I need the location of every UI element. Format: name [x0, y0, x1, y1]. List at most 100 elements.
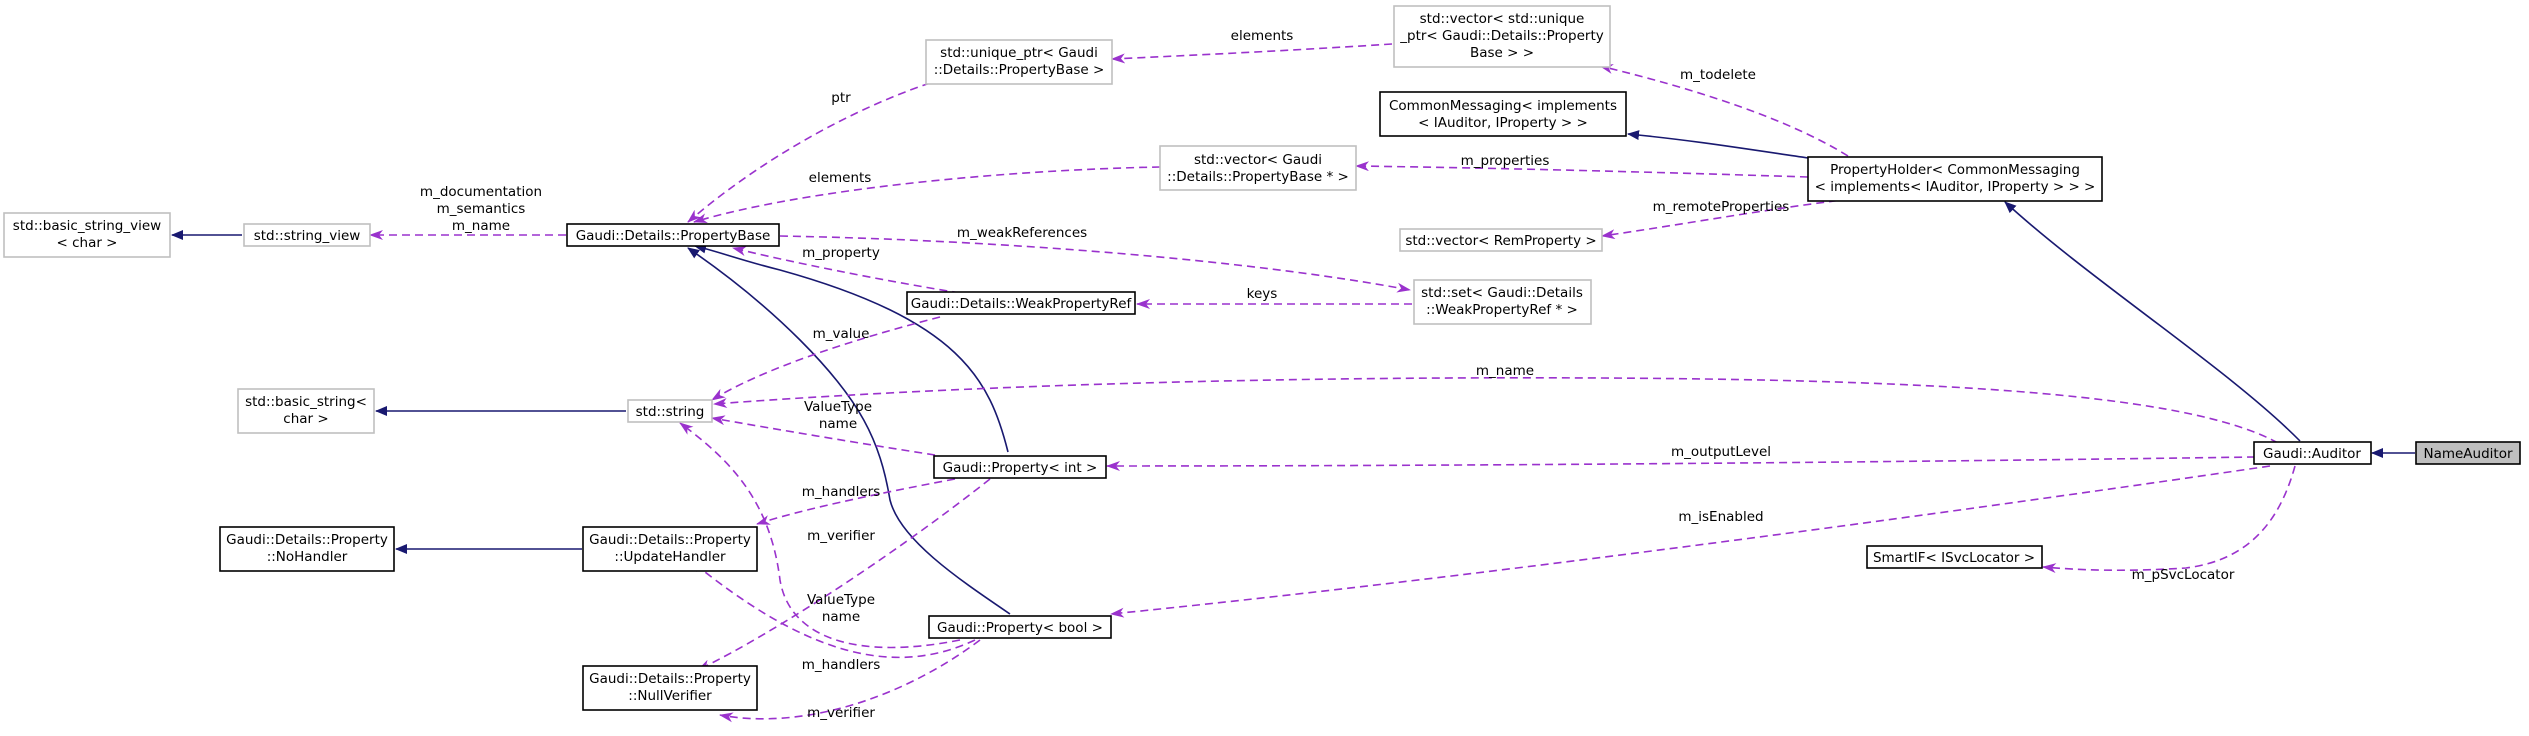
node-set-weakpropertyref[interactable]: std::set< Gaudi::Details::WeakPropertyRe…: [1413, 279, 1592, 325]
node-label: std::string_view: [254, 228, 361, 244]
node-update-handler[interactable]: Gaudi::Details::Property::UpdateHandler: [582, 526, 758, 572]
text-line: < implements< IAuditor, IProperty > > >: [1815, 179, 2096, 195]
node-label: std::basic_string<char >: [245, 394, 367, 427]
edge-auditor-to-propertybool: [1110, 465, 2271, 618]
node-label: Gaudi::Auditor: [2263, 446, 2361, 462]
text-line: ::Details::PropertyBase * >: [1167, 169, 1349, 185]
edge-label-m-psvclocator: m_pSvcLocator: [2132, 567, 2235, 583]
text-line: m_handlers: [802, 657, 881, 673]
text-line: m_verifier: [807, 705, 875, 721]
edge-label-m-handlers-bool: m_handlers: [802, 657, 881, 673]
text-line: m_weakReferences: [957, 225, 1087, 241]
edge-label-m-property: m_property: [802, 245, 880, 261]
node-vector-propertybase-ptr[interactable]: std::vector< Gaudi::Details::PropertyBas…: [1159, 145, 1357, 191]
node-label: CommonMessaging< implements< IAuditor, I…: [1389, 98, 1617, 131]
edge-propertyholder-to-vectoruniqueptr: [1599, 64, 1849, 157]
node-null-verifier[interactable]: Gaudi::Details::Property::NullVerifier: [582, 665, 758, 711]
text-line: elements: [809, 170, 872, 186]
edge-propertybool-to-nullverifier: [719, 639, 981, 723]
node-vector-remproperty[interactable]: std::vector< RemProperty >: [1399, 228, 1603, 252]
edge-label-ptr: ptr: [831, 90, 851, 106]
text-line: m_handlers: [802, 484, 881, 500]
text-line: m_semantics: [437, 201, 526, 217]
text-line: Gaudi::Details::Property: [589, 671, 751, 687]
node-property-int[interactable]: Gaudi::Property< int >: [933, 455, 1107, 479]
node-label: Gaudi::Details::Property::NullVerifier: [589, 671, 751, 704]
node-vector-unique-ptr[interactable]: std::vector< std::unique_ptr< Gaudi::Det…: [1393, 5, 1611, 68]
node-label: std::set< Gaudi::Details::WeakPropertyRe…: [1421, 285, 1583, 318]
text-line: ptr: [831, 90, 851, 106]
text-line: std::basic_string<: [245, 394, 367, 410]
node-basic-string-view[interactable]: std::basic_string_view< char >: [3, 212, 171, 258]
node-property-bool[interactable]: Gaudi::Property< bool >: [928, 615, 1112, 639]
node-no-handler[interactable]: Gaudi::Details::Property::NoHandler: [219, 526, 395, 572]
edge-auditor-to-propertyholder: [2004, 201, 2301, 442]
node-property-holder[interactable]: PropertyHolder< CommonMessaging< impleme…: [1807, 156, 2103, 202]
text-line: Gaudi::Property< int >: [943, 460, 1098, 476]
node-label: std::vector< std::unique_ptr< Gaudi::Det…: [1399, 11, 1604, 61]
node-unique-ptr[interactable]: std::unique_ptr< Gaudi::Details::Propert…: [925, 39, 1113, 85]
edge-label-m-verifier-int: m_verifier: [807, 528, 875, 544]
edge-label-m-value: m_value: [813, 326, 870, 342]
node-label: SmartIF< ISvcLocator >: [1873, 550, 2035, 566]
node-label: std::vector< RemProperty >: [1405, 233, 1596, 249]
edge-label-m-weakreferences: m_weakReferences: [957, 225, 1087, 241]
node-property-base[interactable]: Gaudi::Details::PropertyBase: [566, 223, 780, 247]
node-gaudi-auditor[interactable]: Gaudi::Auditor: [2253, 441, 2372, 465]
text-line: std::string: [636, 404, 705, 420]
text-line: std::unique_ptr< Gaudi: [940, 45, 1098, 61]
edge-label-m-outputlevel: m_outputLevel: [1671, 444, 1771, 460]
text-line: std::vector< std::unique: [1420, 11, 1585, 27]
edge-weakref-to-propertybase: [732, 246, 961, 294]
node-std-string[interactable]: std::string: [627, 399, 713, 423]
text-line: Gaudi::Details::PropertyBase: [576, 228, 771, 244]
text-line: ::NullVerifier: [628, 688, 712, 704]
edge-propertyholder-to-vectorpbptr: [1355, 161, 1809, 178]
node-smartif[interactable]: SmartIF< ISvcLocator >: [1866, 545, 2043, 569]
node-label: Gaudi::Property< bool >: [937, 620, 1103, 636]
text-line: PropertyHolder< CommonMessaging: [1830, 162, 2080, 178]
edge-propertybool-to-updatehandler: [689, 559, 976, 659]
text-line: m_remoteProperties: [1653, 199, 1790, 215]
edge-vectorpbptr-to-propertybase: [693, 166, 1161, 224]
node-label: std::unique_ptr< Gaudi::Details::Propert…: [934, 45, 1105, 78]
node-name-auditor[interactable]: NameAuditor: [2415, 441, 2521, 465]
node-string-view[interactable]: std::string_view: [243, 223, 371, 247]
text-line: m_verifier: [807, 528, 875, 544]
text-line: m_pSvcLocator: [2132, 567, 2235, 583]
edge-label-m-verifier-bool: m_verifier: [807, 705, 875, 721]
text-line: Gaudi::Auditor: [2263, 446, 2361, 462]
node-label: Gaudi::Details::WeakPropertyRef: [911, 296, 1133, 312]
text-line: ValueType: [804, 399, 872, 415]
edge-propertyint-to-updatehandler: [756, 478, 956, 525]
node-label: std::string: [636, 404, 705, 420]
node-basic-string[interactable]: std::basic_string<char >: [237, 388, 375, 434]
text-line: std::vector< RemProperty >: [1405, 233, 1596, 249]
text-line: name: [822, 609, 860, 625]
edge-label-keys: keys: [1247, 286, 1278, 302]
edge-propertyholder-to-vectorremproperty: [1601, 198, 1851, 240]
node-label: std::basic_string_view< char >: [13, 218, 161, 251]
edge-auditor-to-smartif: [2042, 465, 2296, 574]
node-label: Gaudi::Details::Property::NoHandler: [226, 532, 388, 565]
node-weak-property-ref[interactable]: Gaudi::Details::WeakPropertyRef: [906, 291, 1136, 315]
edge-label-m-isenabled: m_isEnabled: [1678, 509, 1763, 525]
text-line: std::set< Gaudi::Details: [1421, 285, 1583, 301]
node-common-messaging[interactable]: CommonMessaging< implements< IAuditor, I…: [1379, 91, 1627, 137]
text-line: keys: [1247, 286, 1278, 302]
edge-label-m-remoteproperties: m_remoteProperties: [1653, 199, 1790, 215]
edge-weakref-to-string: [711, 316, 941, 401]
text-line: ::NoHandler: [267, 549, 348, 565]
text-line: m_name: [452, 218, 510, 234]
text-line: Gaudi::Details::Property: [226, 532, 388, 548]
text-line: SmartIF< ISvcLocator >: [1873, 550, 2035, 566]
text-line: name: [819, 416, 857, 432]
text-line: CommonMessaging< implements: [1389, 98, 1617, 114]
node-label: Gaudi::Property< int >: [943, 460, 1098, 476]
text-line: elements: [1231, 28, 1294, 44]
text-line: ValueType: [807, 592, 875, 608]
edge-label-m-name-string: m_name: [1476, 363, 1534, 379]
